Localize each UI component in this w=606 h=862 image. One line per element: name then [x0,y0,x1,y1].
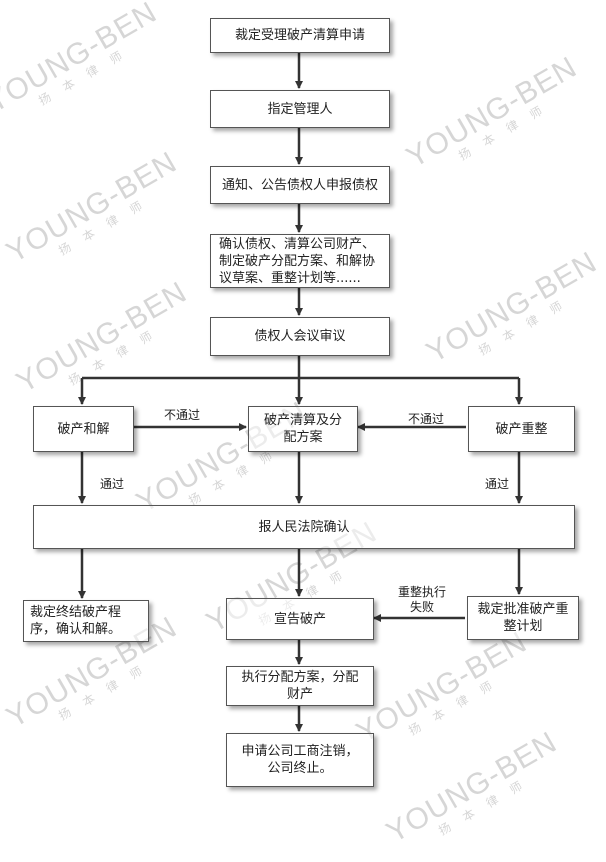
node-reconcile: 破产和解 [33,406,134,452]
node-appoint: 指定管理人 [210,90,390,128]
node-reorg: 破产重整 [468,406,575,452]
node-end-reconcile: 裁定终结破产程序，确认和解。 [23,600,149,642]
label-not-pass-right: 不通过 [408,412,445,426]
node-execute: 执行分配方案，分配财产 [226,666,374,706]
node-confirm: 确认债权、清算公司财产、制定破产分配方案、和解协议草案、重整计划等...... [210,234,390,288]
label-pass-left: 通过 [100,477,125,491]
label-pass-right: 通过 [485,477,510,491]
node-court: 报人民法院确认 [33,505,575,549]
node-declare: 宣告破产 [226,598,374,640]
node-liquidation: 破产清算及分配方案 [248,406,358,452]
label-not-pass-left: 不通过 [164,408,201,422]
label-reorg-fail: 重整执行 失败 [398,585,446,615]
node-terminate: 申请公司工商注销，公司终止。 [226,733,374,787]
node-notify: 通知、公告债权人申报债权 [210,166,390,204]
label-reorg-fail-line1: 重整执行 [398,585,447,599]
label-reorg-fail-line2: 失败 [410,600,435,614]
connector-layer [78,53,523,732]
node-accept: 裁定受理破产清算申请 [210,18,390,53]
node-approve-reorg: 裁定批准破产重整计划 [467,596,579,640]
node-meeting: 债权人会议审议 [210,317,390,356]
